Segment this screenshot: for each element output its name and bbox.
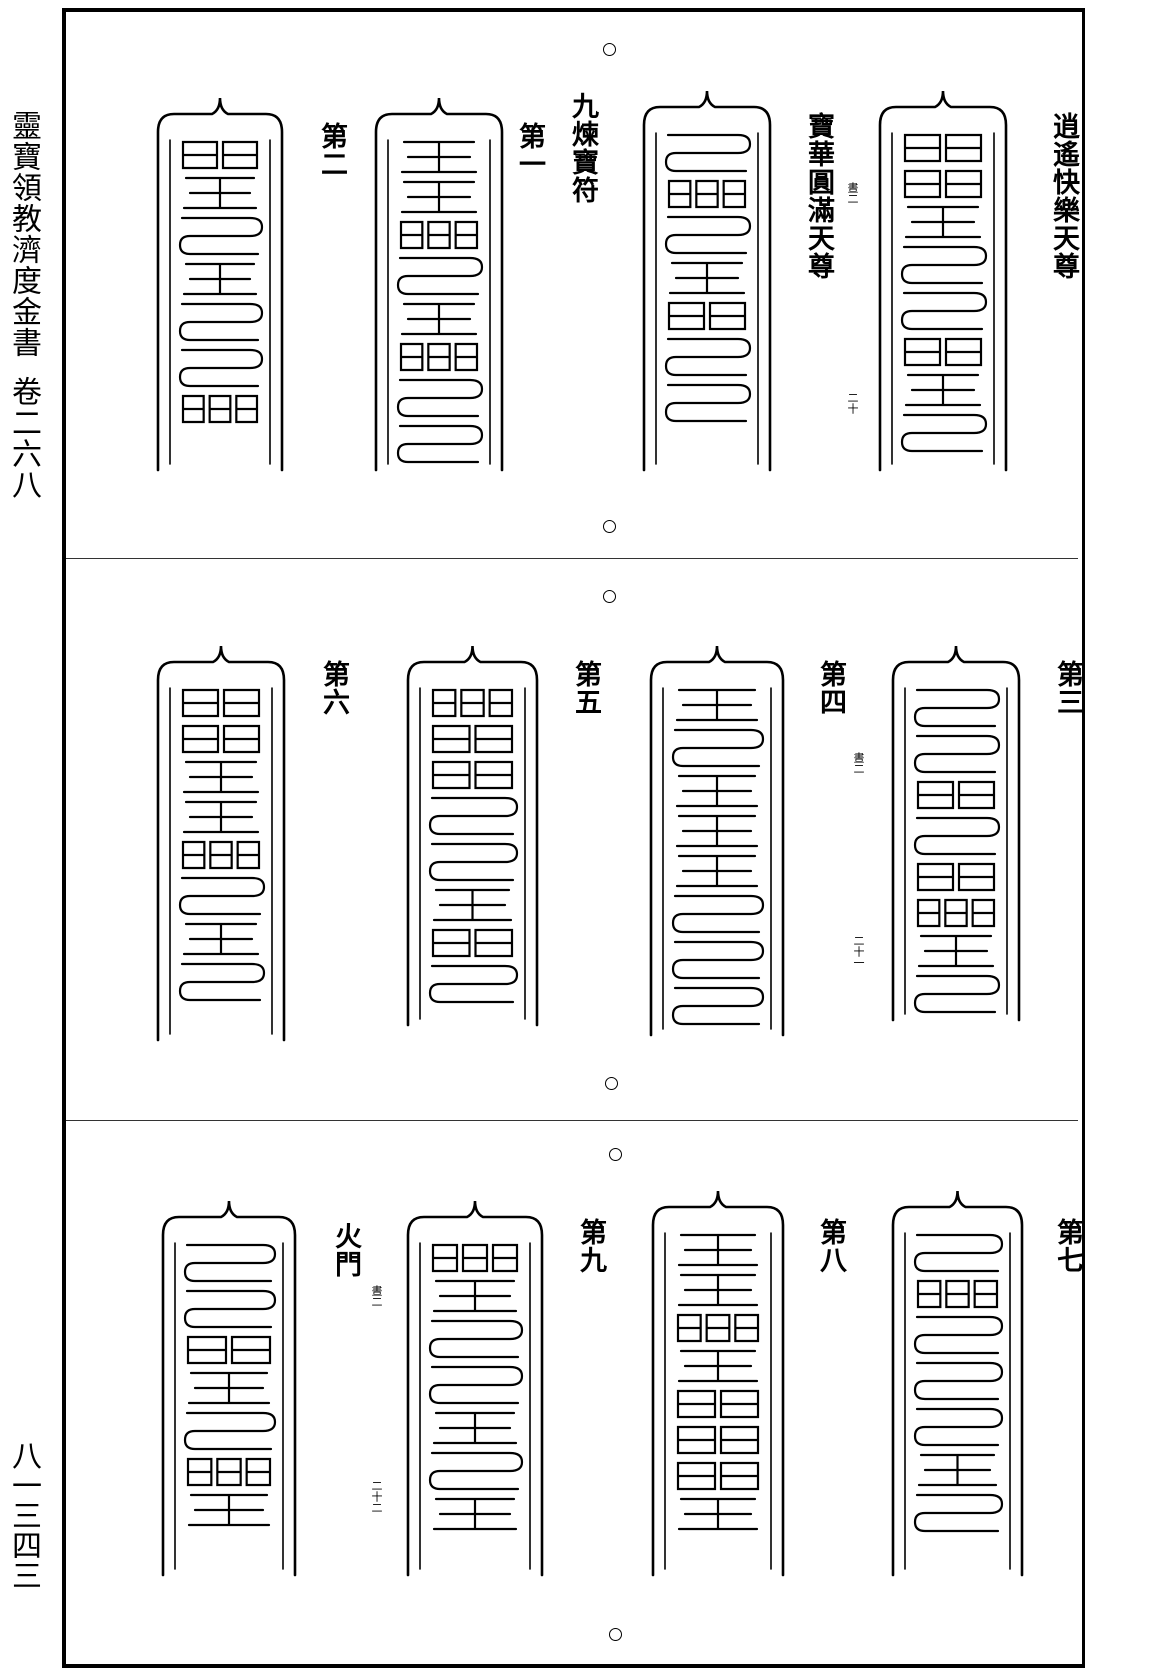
label-di-jiu: 第九 — [575, 1218, 606, 1274]
talisman-baohua-yuanman — [636, 85, 778, 472]
panel-divider — [66, 558, 1078, 559]
folio-note: 晝二 — [852, 752, 865, 774]
registration-circle — [603, 43, 616, 56]
talisman-jiulian-9 — [400, 1195, 550, 1577]
label-di-liu: 第六 — [318, 660, 349, 716]
talisman-huomen — [155, 1195, 303, 1577]
book-title: 靈寶領教濟度金書 — [6, 110, 41, 358]
talisman-jiulian-5 — [400, 640, 545, 1027]
folio-number: 二十 — [846, 392, 859, 414]
label-di-er: 第二 — [316, 122, 347, 178]
label-di-qi: 第七 — [1052, 1218, 1083, 1274]
talisman-drawing — [406, 1200, 544, 1577]
label-baohua-yuanman-tianzun: 寶華圓滿天尊 — [803, 112, 834, 280]
panel-divider — [66, 1120, 1078, 1121]
talisman-drawing — [156, 645, 286, 1042]
label-di-san: 第三 — [1052, 660, 1083, 716]
margin-book-title: 靈寶領教濟度金書卷二六八 — [6, 110, 41, 500]
registration-circle — [605, 1077, 618, 1090]
talisman-jiulian-1 — [368, 92, 510, 472]
talisman-xiaoyao-kuaile — [872, 85, 1014, 472]
talisman-drawing — [374, 97, 504, 472]
talisman-drawing — [878, 90, 1008, 472]
registration-circle — [603, 520, 616, 533]
page-number: 八一三四三 — [6, 1440, 41, 1590]
talisman-drawing — [651, 1190, 785, 1577]
talisman-jiulian-6 — [150, 640, 292, 1042]
folio-number: 二十二 — [370, 1480, 383, 1513]
talisman-jiulian-8 — [645, 1185, 791, 1577]
talisman-jiulian-3 — [885, 640, 1027, 1022]
talisman-jiulian-2 — [150, 92, 290, 472]
talisman-drawing — [891, 1190, 1024, 1577]
talisman-drawing — [891, 645, 1021, 1022]
label-di-wu: 第五 — [570, 660, 601, 716]
label-di-si: 第四 — [815, 660, 846, 716]
page-frame — [62, 8, 1085, 1668]
talisman-drawing — [156, 97, 284, 472]
label-di-yi: 第一 — [514, 122, 545, 178]
volume-number: 卷二六八 — [6, 376, 41, 500]
label-huo-men: 火門 — [330, 1222, 361, 1278]
registration-circle — [609, 1148, 622, 1161]
folio-note: 晝二 — [846, 182, 859, 204]
talisman-drawing — [406, 645, 539, 1027]
registration-circle — [603, 590, 616, 603]
talisman-jiulian-7 — [885, 1185, 1030, 1577]
label-jiulian-baofu: 九煉寶符 — [567, 92, 598, 204]
talisman-drawing — [642, 90, 772, 472]
folio-note: 晝二 — [370, 1285, 383, 1307]
talisman-jiulian-4 — [643, 640, 791, 1037]
registration-circle — [609, 1628, 622, 1641]
label-di-ba: 第八 — [815, 1218, 846, 1274]
label-xiaoyao-kuaile-tianzun: 逍遙快樂天尊 — [1048, 112, 1079, 280]
talisman-drawing — [649, 645, 785, 1037]
folio-number: 二十一 — [852, 935, 865, 968]
talisman-drawing — [161, 1200, 297, 1577]
